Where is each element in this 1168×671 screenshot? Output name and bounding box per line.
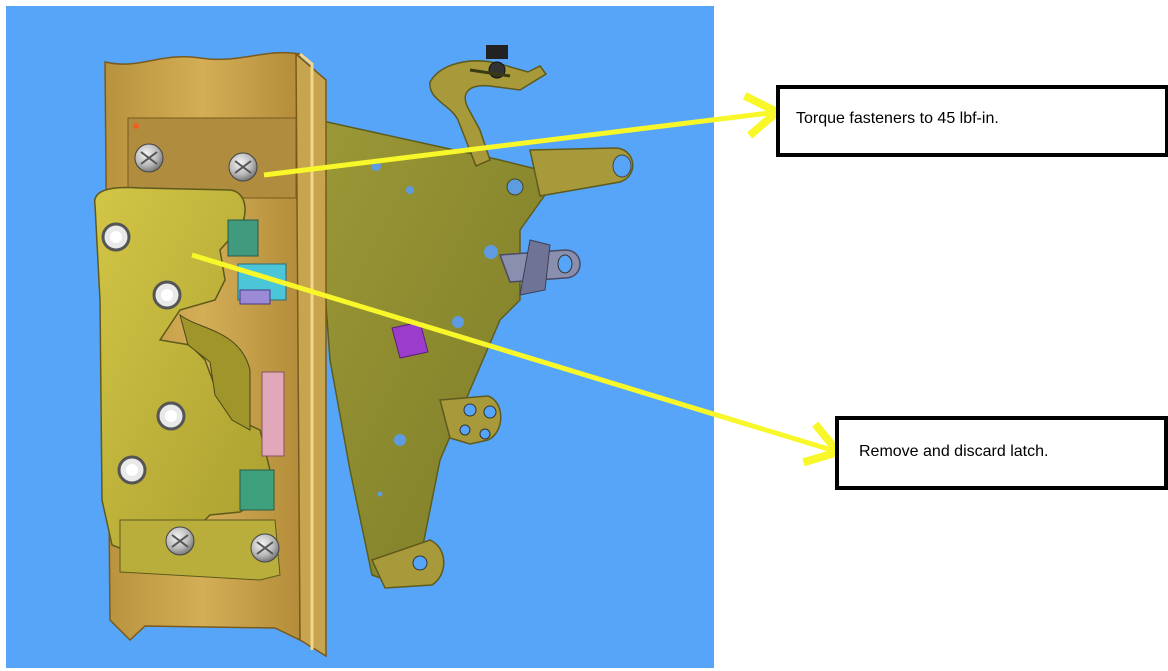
callout-remove-text: Remove and discard latch. xyxy=(859,443,1049,460)
fastener-heads xyxy=(134,143,280,563)
screw-head-icon xyxy=(250,533,280,563)
screw-head-icon xyxy=(228,152,258,182)
screw-head-icon xyxy=(134,143,164,173)
screw-head-icon xyxy=(165,526,195,556)
leader-arrows xyxy=(191,92,845,467)
leader-arrow-icon xyxy=(263,92,785,178)
callout-torque-fasteners: Torque fasteners to 45 lbf-in. xyxy=(776,85,1168,157)
right-bracket xyxy=(529,147,634,197)
lower-lug xyxy=(370,539,445,589)
callout-torque-text: Torque fasteners to 45 lbf-in. xyxy=(796,110,999,127)
rivet-bosses xyxy=(101,222,186,485)
leader-arrow-icon xyxy=(191,252,845,467)
lower-bracket xyxy=(439,395,502,445)
callout-remove-latch: Remove and discard latch. xyxy=(835,416,1168,490)
middle-lever xyxy=(498,239,581,296)
top-hook-bracket xyxy=(429,45,548,167)
